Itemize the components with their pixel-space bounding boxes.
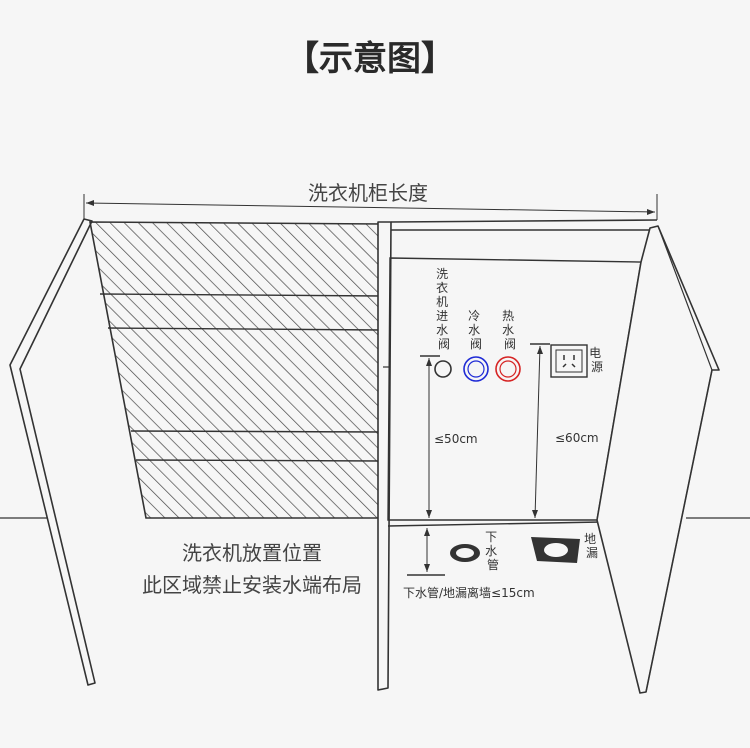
inlet-valve-char-1: 洗	[436, 267, 448, 281]
length-arrow-right	[647, 209, 655, 215]
dim50-arrow-top	[426, 358, 432, 366]
socket-slot-bottom-left	[562, 363, 567, 368]
zone-note-line1: 洗衣机放置位置	[182, 541, 322, 565]
inlet-valve-icon	[434, 360, 452, 378]
drain-pipe-char-1: 下	[485, 530, 497, 544]
cold-valve-char-2: 水	[468, 323, 480, 337]
drain-pipe-char-2: 水	[485, 544, 497, 558]
drain-pipe-icon-inner	[456, 548, 474, 558]
drain-pipe-label: 下 水 管	[485, 530, 501, 572]
cold-valve-label: 冷 水 阀	[468, 309, 484, 351]
dim50-arrow-bottom	[426, 510, 432, 518]
dim60-label: ≤60cm	[555, 431, 599, 445]
cold-valve-icon-inner	[467, 360, 485, 378]
zone-shelf-line-3	[130, 430, 384, 433]
inlet-valve-char-3: 机	[436, 295, 448, 309]
hot-valve-label: 热 水 阀	[502, 309, 518, 351]
floor-drain-char-2: 漏	[586, 546, 598, 560]
hot-valve-icon-inner	[499, 360, 517, 378]
hot-valve-char-3: 阀	[504, 337, 516, 351]
left-door	[9, 218, 96, 686]
floor-drain-char-1: 地	[584, 532, 596, 546]
washer-zone-hatch	[89, 221, 384, 519]
power-char-1: 电	[589, 346, 601, 360]
cold-valve-char-3: 阀	[470, 337, 482, 351]
length-dimension-line	[85, 202, 656, 213]
right-top-edge	[390, 219, 658, 223]
zone-shelf-line-2	[107, 327, 384, 331]
dim60-line	[534, 345, 541, 519]
hot-valve-char-1: 热	[502, 309, 514, 323]
inlet-valve-char-6: 阀	[438, 337, 450, 351]
distance-note: 下水管/地漏离墙≤15cm	[403, 585, 535, 600]
zone-note-line2: 此区域禁止安装水端布局	[142, 573, 362, 597]
dim60-arrow-top	[537, 346, 543, 354]
drain-dim-arrow-bottom	[424, 564, 430, 572]
power-label: 电 源	[589, 346, 605, 374]
right-door-inner	[645, 225, 713, 693]
inlet-valve-char-5: 水	[436, 323, 448, 337]
floor-drain-label: 地 漏	[584, 532, 600, 560]
hot-valve-char-2: 水	[502, 323, 514, 337]
hot-valve-icon-outer	[495, 356, 521, 382]
inlet-valve-char-4: 进	[436, 309, 448, 323]
power-socket-inner	[555, 349, 583, 373]
inlet-valve-char-2: 衣	[436, 280, 448, 295]
right-floor-front	[387, 521, 602, 527]
length-arrow-left	[86, 200, 94, 206]
cold-valve-icon-outer	[463, 356, 489, 382]
dim60-arrow-bottom	[532, 510, 538, 518]
dim50-label: ≤50cm	[434, 432, 478, 446]
cabinet-length-label: 洗衣机柜长度	[308, 181, 428, 205]
floor-drain-hole	[544, 543, 568, 557]
inlet-valve-label: 洗 衣 机 进 水 阀	[436, 267, 452, 351]
center-divider	[377, 221, 392, 691]
drain-dim-arrow-top	[424, 528, 430, 536]
power-char-2: 源	[591, 360, 603, 374]
socket-slot-bottom-right	[571, 363, 576, 368]
cold-valve-char-1: 冷	[468, 309, 480, 323]
right-door	[596, 225, 720, 694]
drain-pipe-char-3: 管	[487, 557, 499, 572]
zone-shelf-line-1	[99, 293, 384, 297]
zone-shelf-line-4	[135, 459, 384, 462]
page-title: 【示意图】	[285, 39, 455, 79]
